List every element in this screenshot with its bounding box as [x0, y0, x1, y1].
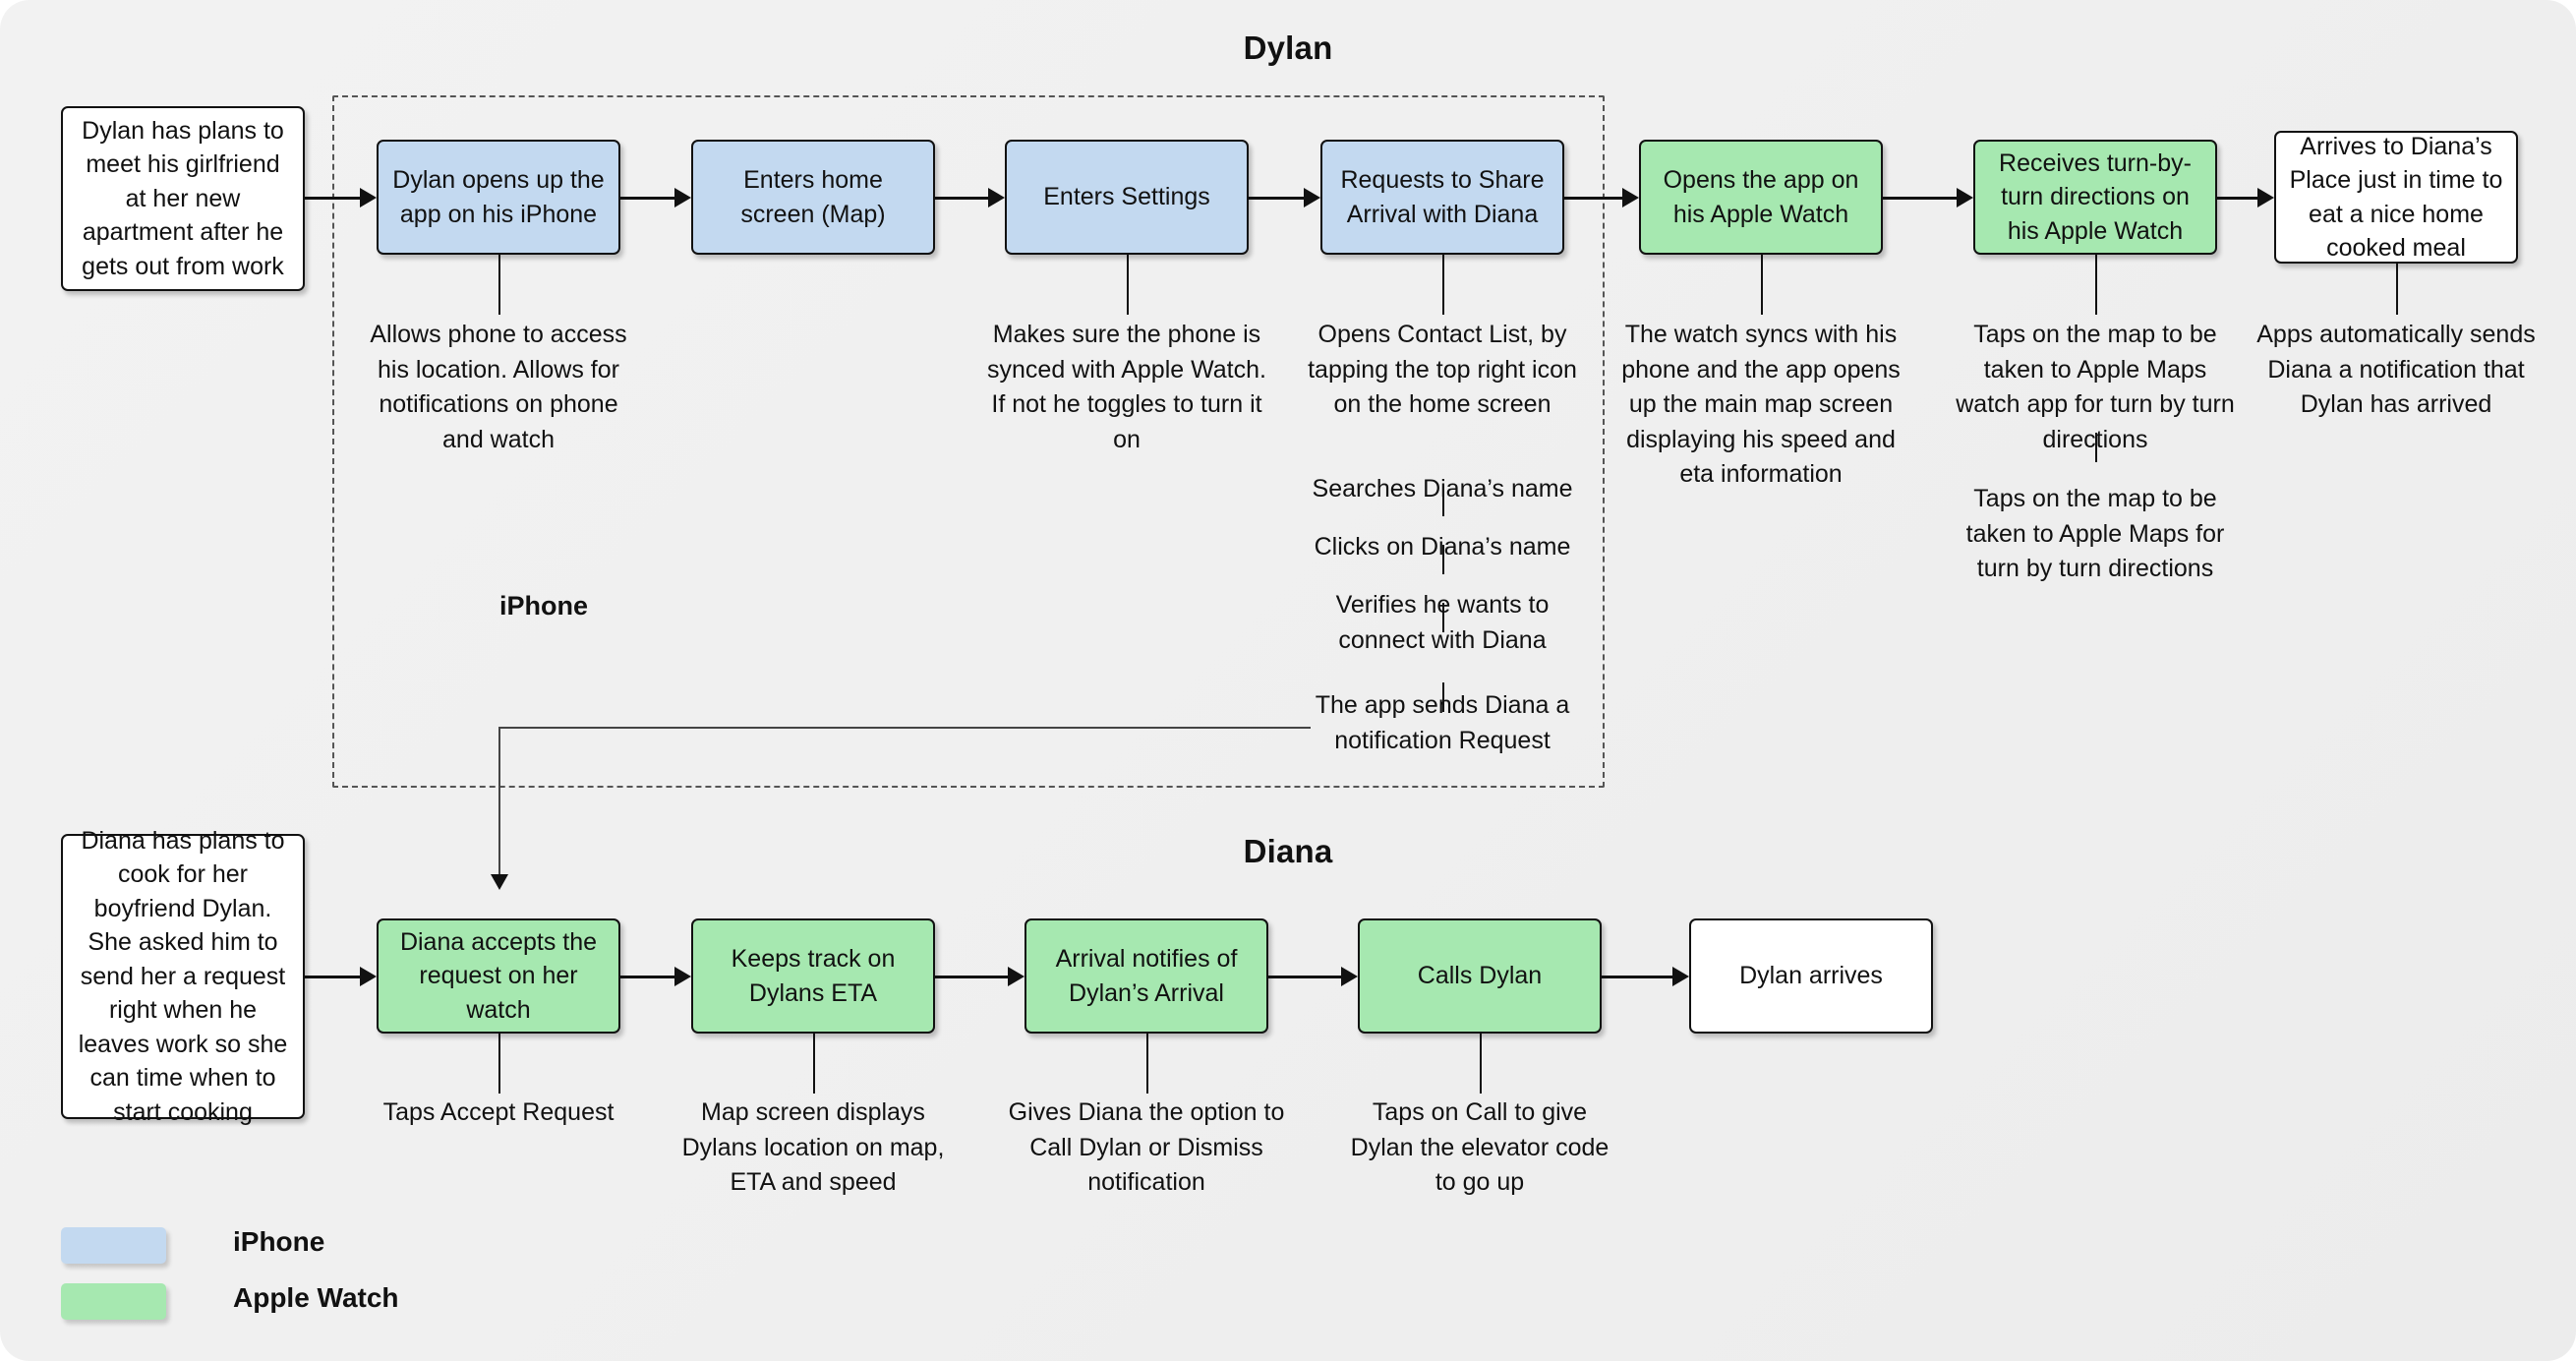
connector-line: [1883, 197, 1957, 200]
note-verifies-connect: Verifies he wants to connect with Diana: [1335, 591, 1550, 654]
note-clicks-diana: Clicks on Diana’s name: [1314, 533, 1571, 561]
connector-arrow-icon: [674, 188, 691, 207]
node-dylan-start[interactable]: Dylan has plans to meet his girlfriend a…: [61, 106, 305, 291]
connector-arrow-icon: [988, 188, 1005, 207]
node-turn-by-turn[interactable]: Receives turn-by-turn directions on his …: [1973, 140, 2217, 255]
node-opens-app-watch-text: Opens the app on his Apple Watch: [1663, 166, 1859, 228]
node-diana-start-text: Diana has plans to cook for her boyfrien…: [78, 826, 288, 1126]
note-stem: [1442, 603, 1444, 632]
note-stem: [1146, 1034, 1148, 1094]
connector-arrow-icon: [2257, 188, 2274, 207]
note-stem: [498, 1034, 500, 1094]
note-stem: [1127, 255, 1129, 315]
note-stem: [1442, 545, 1444, 574]
node-enters-settings-text: Enters Settings: [1043, 183, 1210, 211]
connector-line: [2217, 197, 2257, 200]
lane-title-diana: Diana: [1243, 833, 1333, 869]
connector-arrow-icon: [1341, 967, 1358, 986]
node-dylan-arrives-text: Dylan arrives: [1739, 962, 1883, 990]
node-requests-share[interactable]: Requests to Share Arrival with Diana: [1320, 140, 1564, 255]
legend-label-iphone: iPhone: [233, 1226, 325, 1257]
note-stem: [1442, 255, 1444, 315]
connector-arrow-icon: [1008, 967, 1025, 986]
connector-line: [498, 727, 1311, 729]
node-arrives-text: Arrives to Diana’s Place just in time to…: [2289, 132, 2503, 263]
note-turn-by-turn-watchapp: Taps on the map to be taken to Apple Map…: [1956, 321, 2235, 453]
note-opens-app-phone: Allows phone to access his location. All…: [370, 321, 627, 453]
connector-arrow-icon: [1672, 967, 1689, 986]
connector-arrow-icon: [360, 967, 377, 986]
note-keeps-track: Map screen displays Dylans location on m…: [681, 1098, 945, 1196]
connector-line: [305, 197, 360, 200]
note-sends-notification-request: The app sends Diana a notification Reque…: [1315, 691, 1570, 754]
note-calls-dylan: Taps on Call to give Dylan the elevator …: [1350, 1098, 1610, 1196]
connector-line: [305, 976, 360, 978]
node-home-screen[interactable]: Enters home screen (Map): [691, 140, 935, 255]
iphone-region-boundary: [332, 95, 1605, 788]
note-stem: [498, 255, 500, 315]
connector-line: [620, 197, 674, 200]
connector-line: [935, 976, 1008, 978]
node-opens-app-phone[interactable]: Dylan opens up the app on his iPhone: [377, 140, 620, 255]
node-accepts-request[interactable]: Diana accepts the request on her watch: [377, 918, 620, 1034]
node-arrival-notify-text: Arrival notifies of Dylan’s Arrival: [1055, 945, 1238, 1007]
note-stem: [1761, 255, 1763, 315]
node-opens-app-watch[interactable]: Opens the app on his Apple Watch: [1639, 140, 1883, 255]
note-stem: [1480, 1034, 1482, 1094]
connector-arrow-icon: [674, 967, 691, 986]
connector-line: [1249, 197, 1304, 200]
node-opens-app-phone-text: Dylan opens up the app on his iPhone: [392, 166, 605, 228]
legend-swatch-apple-watch: [61, 1283, 166, 1320]
note-enters-settings: Makes sure the phone is synced with Appl…: [987, 321, 1266, 453]
note-turn-by-turn-maps: Taps on the map to be taken to Apple Map…: [1965, 485, 2225, 582]
note-opens-app-watch: The watch syncs with his phone and the a…: [1621, 321, 1901, 488]
note-arrives: Apps automatically sends Diana a notific…: [2256, 321, 2536, 418]
connector-line: [498, 727, 500, 874]
legend-label-apple-watch: Apple Watch: [233, 1282, 399, 1313]
note-stem: [2095, 433, 2097, 462]
connector-arrow-icon: [1304, 188, 1320, 207]
note-stem: [2095, 255, 2097, 315]
node-arrives[interactable]: Arrives to Diana’s Place just in time to…: [2274, 131, 2518, 264]
connector-arrow-icon: [1957, 188, 1973, 207]
node-requests-share-text: Requests to Share Arrival with Diana: [1340, 166, 1545, 228]
node-accepts-request-text: Diana accepts the request on her watch: [399, 927, 598, 1024]
connector-line: [1268, 976, 1341, 978]
node-keeps-track-text: Keeps track on Dylans ETA: [731, 945, 896, 1007]
note-requests-share-contact-list: Opens Contact List, by tapping the top r…: [1308, 321, 1577, 418]
node-keeps-track[interactable]: Keeps track on Dylans ETA: [691, 918, 935, 1034]
lane-title-dylan: Dylan: [1243, 30, 1333, 66]
connector-line: [620, 976, 674, 978]
connector-arrow-icon: [360, 188, 377, 207]
node-dylan-arrives[interactable]: Dylan arrives: [1689, 918, 1933, 1034]
legend-swatch-iphone: [61, 1227, 166, 1264]
node-home-screen-text: Enters home screen (Map): [740, 166, 886, 228]
connector-line: [935, 197, 988, 200]
note-arrival-notify: Gives Diana the option to Call Dylan or …: [1008, 1098, 1285, 1196]
note-accepts-request: Taps Accept Request: [382, 1098, 615, 1126]
node-calls-dylan-text: Calls Dylan: [1417, 962, 1543, 990]
node-diana-start[interactable]: Diana has plans to cook for her boyfrien…: [61, 827, 305, 1126]
iphone-region-label: iPhone: [499, 591, 589, 621]
connector-line: [1564, 197, 1622, 200]
note-searches-diana: Searches Diana’s name: [1312, 475, 1573, 503]
connector-arrow-icon: [491, 874, 508, 890]
node-arrival-notify[interactable]: Arrival notifies of Dylan’s Arrival: [1025, 918, 1268, 1034]
node-dylan-start-text: Dylan has plans to meet his girlfriend a…: [82, 116, 284, 280]
note-stem: [1442, 487, 1444, 516]
connector-line: [1602, 976, 1672, 978]
node-calls-dylan[interactable]: Calls Dylan: [1358, 918, 1602, 1034]
note-stem: [2396, 264, 2398, 315]
note-stem: [813, 1034, 815, 1094]
node-turn-by-turn-text: Receives turn-by-turn directions on his …: [1999, 148, 2192, 245]
note-stem: [1442, 682, 1444, 712]
connector-arrow-icon: [1622, 188, 1639, 207]
node-enters-settings[interactable]: Enters Settings: [1005, 140, 1249, 255]
